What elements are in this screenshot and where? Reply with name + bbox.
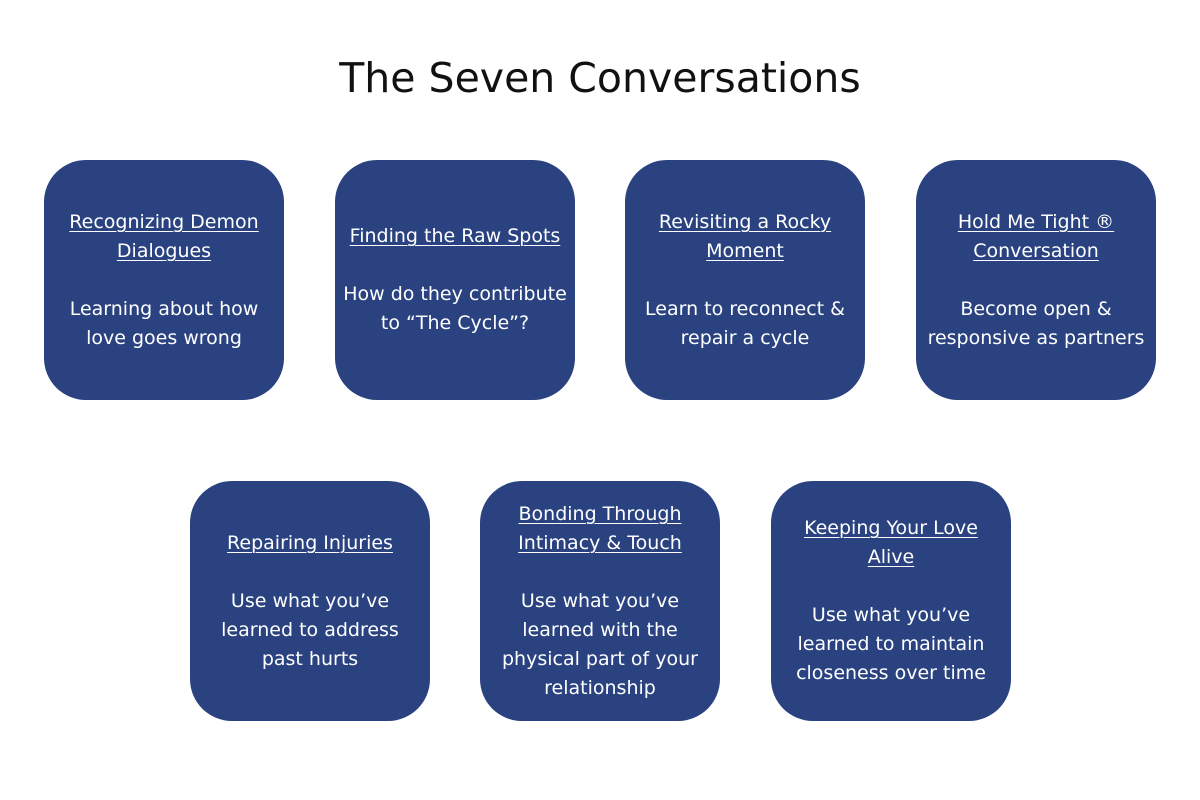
- card-title[interactable]: Revisiting a Rocky Moment: [658, 210, 832, 262]
- card-finding-raw-spots: Finding the Raw Spots How do they contri…: [335, 160, 575, 400]
- page-title: The Seven Conversations: [339, 54, 861, 102]
- card-description: Use what you’ve learned with the physica…: [501, 589, 698, 699]
- card-description: How do they contribute to “The Cycle”?: [343, 283, 567, 334]
- card-title[interactable]: Hold Me Tight ® Conversation: [957, 210, 1115, 262]
- card-recognizing-demon-dialogues: Recognizing Demon Dialogues Learning abo…: [44, 160, 284, 400]
- card-keeping-love-alive: Keeping Your Love Alive Use what you’ve …: [771, 481, 1011, 721]
- card-repairing-injuries: Repairing Injuries Use what you’ve learn…: [190, 481, 430, 721]
- card-title[interactable]: Repairing Injuries: [227, 531, 393, 554]
- card-description: Use what you’ve learned to maintain clos…: [796, 604, 986, 684]
- card-description: Learning about how love goes wrong: [69, 297, 259, 349]
- card-description: Learn to reconnect & repair a cycle: [645, 297, 845, 349]
- card-description: Use what you’ve learned to address past …: [221, 589, 399, 670]
- card-title[interactable]: Bonding Through Intimacy & Touch: [518, 502, 682, 554]
- card-hold-me-tight: Hold Me Tight ® Conversation Become open…: [916, 160, 1156, 400]
- card-title[interactable]: Finding the Raw Spots: [349, 225, 561, 247]
- card-revisiting-rocky-moment: Revisiting a Rocky Moment Learn to recon…: [625, 160, 865, 400]
- card-title[interactable]: Keeping Your Love Alive: [804, 517, 978, 568]
- card-bonding-intimacy-touch: Bonding Through Intimacy & Touch Use wha…: [480, 481, 720, 721]
- card-title[interactable]: Recognizing Demon Dialogues: [69, 210, 259, 262]
- card-description: Become open & responsive as partners: [927, 297, 1145, 349]
